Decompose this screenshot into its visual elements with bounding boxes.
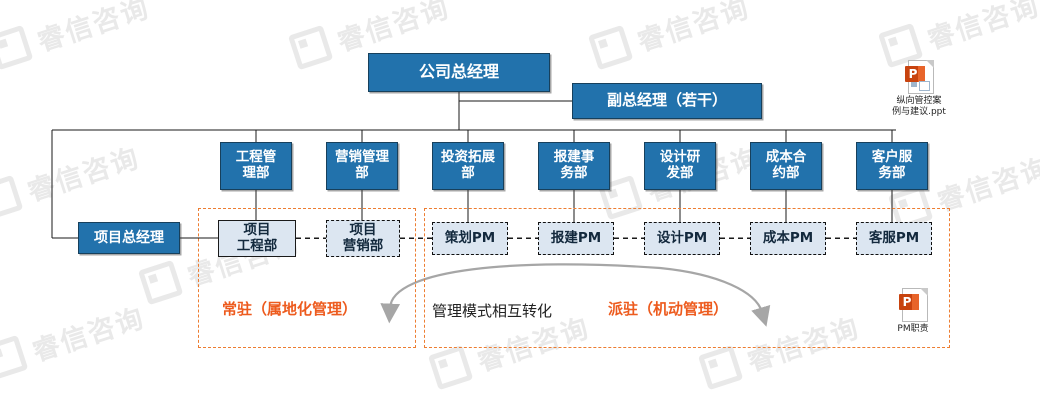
caption-dispatched: 派驻（机动管理） bbox=[608, 300, 729, 318]
exec-label: 副总经理（若干） bbox=[606, 91, 727, 110]
unit-box-project-engineering[interactable]: 项目工程部 bbox=[218, 220, 296, 257]
unit-label: 报建PM bbox=[550, 229, 602, 246]
dept-box-construction-affairs[interactable]: 报建事务部 bbox=[538, 142, 610, 190]
unit-box-construction-pm[interactable]: 报建PM bbox=[538, 222, 614, 255]
powerpoint-file-icon: P bbox=[898, 288, 928, 322]
unit-box-design-pm[interactable]: 设计PM bbox=[644, 222, 720, 255]
dept-label: 设计研发部 bbox=[659, 149, 701, 181]
unit-label: 策划PM bbox=[444, 229, 496, 246]
unit-box-planning-pm[interactable]: 策划PM bbox=[432, 222, 508, 255]
dept-label: 投资拓展部 bbox=[441, 149, 495, 181]
resident-group-boundary bbox=[198, 208, 416, 348]
unit-label: 项目营销部 bbox=[342, 221, 384, 254]
unit-box-cost-pm[interactable]: 成本PM bbox=[750, 222, 826, 255]
exec-label: 项目总经理 bbox=[94, 229, 164, 246]
caption-transition: 管理模式相互转化 bbox=[432, 302, 553, 320]
unit-box-project-marketing[interactable]: 项目营销部 bbox=[326, 220, 400, 257]
dept-label: 工程管理部 bbox=[235, 149, 277, 181]
dept-box-engineering-management[interactable]: 工程管理部 bbox=[220, 142, 292, 190]
unit-box-service-pm[interactable]: 客服PM bbox=[856, 222, 932, 255]
dept-label: 成本合约部 bbox=[765, 149, 807, 181]
dept-label: 报建事务部 bbox=[553, 149, 595, 181]
attachment-filename: 纵向管控案 例与建议.ppt bbox=[892, 96, 946, 118]
dept-box-cost-contract[interactable]: 成本合约部 bbox=[750, 142, 822, 190]
exec-box-general-manager[interactable]: 公司总经理 bbox=[368, 53, 550, 92]
attachment-vertical-control-ppt[interactable]: P 纵向管控案 例与建议.ppt bbox=[876, 60, 962, 119]
dept-box-marketing-management[interactable]: 营销管理部 bbox=[326, 142, 398, 190]
exec-box-deputy-general-manager[interactable]: 副总经理（若干） bbox=[572, 83, 762, 119]
attachment-pm-duties-ppt[interactable]: P PM职责 bbox=[878, 288, 948, 335]
dept-box-customer-service[interactable]: 客户服务部 bbox=[856, 142, 928, 190]
exec-label: 公司总经理 bbox=[418, 62, 499, 82]
caption-resident: 常驻（属地化管理） bbox=[222, 300, 358, 318]
unit-label: 成本PM bbox=[762, 229, 814, 246]
dispatched-group-boundary bbox=[424, 208, 950, 348]
dept-box-design-research[interactable]: 设计研发部 bbox=[644, 142, 716, 190]
attachment-filename: PM职责 bbox=[897, 324, 929, 334]
exec-box-project-general-manager[interactable]: 项目总经理 bbox=[78, 222, 180, 254]
powerpoint-file-icon: P bbox=[904, 60, 934, 94]
unit-label: 客服PM bbox=[868, 229, 920, 246]
unit-label: 项目工程部 bbox=[236, 221, 278, 254]
unit-label: 设计PM bbox=[656, 229, 708, 246]
dept-box-investment-development[interactable]: 投资拓展部 bbox=[432, 142, 504, 190]
dept-label: 营销管理部 bbox=[335, 149, 389, 181]
dept-label: 客户服务部 bbox=[871, 149, 913, 181]
